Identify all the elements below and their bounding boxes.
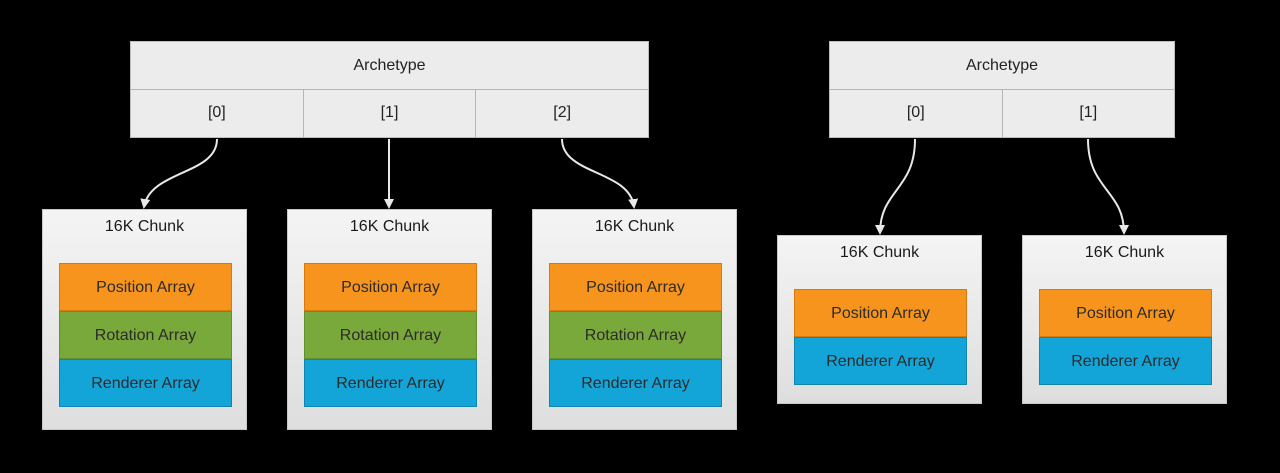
chunk-arrays: Position Array Rotation Array Renderer A… [549,263,722,407]
archetype-slot-0: [0] [830,90,1003,138]
archetype-slots: [0] [1] [2] [131,90,648,138]
arrow-slot0-to-chunk4 [875,138,916,235]
archetype-title: Archetype [830,42,1174,90]
renderer-array: Renderer Array [794,337,967,385]
chunk-arrays: Position Array Rotation Array Renderer A… [59,263,232,407]
archetype-slot-1: [1] [1079,104,1098,121]
arrow-slot0-to-chunk1 [140,138,218,209]
archetype-slots: [0] [1] [830,90,1174,138]
rotation-array: Rotation Array [549,311,722,359]
rotation-array: Rotation Array [304,311,477,359]
archetype-table-1: Archetype [0] [1] [2] [130,41,649,138]
rotation-array: Rotation Array [59,311,232,359]
chunk-4: 16K Chunk Position Array Renderer Array [777,235,982,404]
renderer-array: Renderer Array [1039,337,1212,385]
archetype-title: Archetype [131,42,648,90]
position-array: Position Array [794,289,967,337]
arrow-slot1-to-chunk5 [1087,138,1129,235]
chunk-2: 16K Chunk Position Array Rotation Array … [287,209,492,430]
archetype-slot-0: [0] [131,90,304,138]
chunk-title: 16K Chunk [594,218,675,235]
arrow-slot2-to-chunk3 [561,138,639,209]
chunk-title: 16K Chunk [349,218,430,235]
renderer-array: Renderer Array [549,359,722,407]
archetype-slot-1: [1] [304,90,477,138]
renderer-array: Renderer Array [304,359,477,407]
archetype-slot-2: [2] [553,104,572,121]
renderer-array: Renderer Array [59,359,232,407]
chunk-1: 16K Chunk Position Array Rotation Array … [42,209,247,430]
position-array: Position Array [549,263,722,311]
chunk-arrays: Position Array Rotation Array Renderer A… [304,263,477,407]
chunk-5: 16K Chunk Position Array Renderer Array [1022,235,1227,404]
position-array: Position Array [304,263,477,311]
position-array: Position Array [1039,289,1212,337]
chunk-title: 16K Chunk [839,244,920,261]
chunk-title: 16K Chunk [104,218,185,235]
chunk-3: 16K Chunk Position Array Rotation Array … [532,209,737,430]
archetype-table-2: Archetype [0] [1] [829,41,1175,138]
chunk-arrays: Position Array Renderer Array [1039,289,1212,385]
chunk-arrays: Position Array Renderer Array [794,289,967,385]
position-array: Position Array [59,263,232,311]
chunk-title: 16K Chunk [1084,244,1165,261]
